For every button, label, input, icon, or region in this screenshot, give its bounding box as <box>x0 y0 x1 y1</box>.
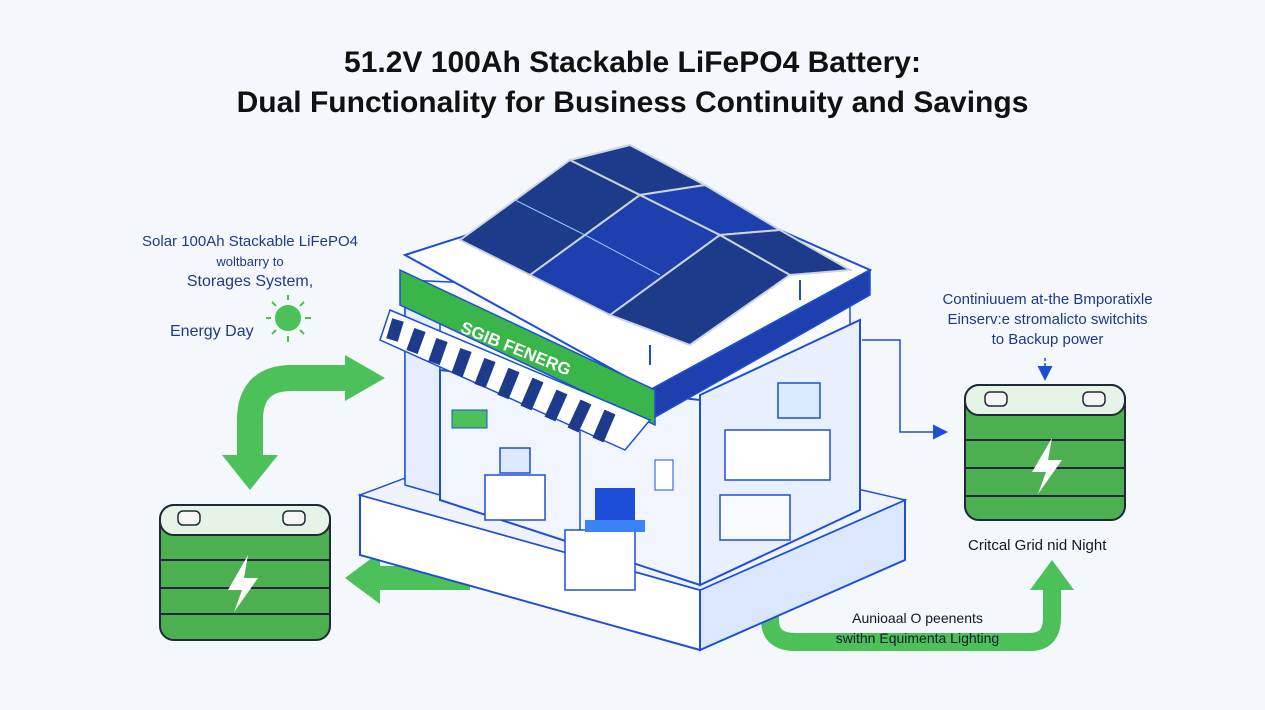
pos-terminal <box>564 488 645 591</box>
right-callout: Continiuuem at-the Bmporatixle Einserv:e… <box>920 290 1175 350</box>
bottom-callout: Aunioaal O peenents swithn Equimenta Lig… <box>810 608 1025 648</box>
lightning-bolt-icon <box>1032 438 1062 494</box>
lightning-bolt-icon <box>228 555 258 612</box>
left-battery <box>159 504 331 641</box>
right-battery-label: Critcal Grid nid Night <box>968 537 1107 554</box>
left-callout-line-3: Storages System, <box>186 273 314 290</box>
solar-panels <box>458 143 854 365</box>
charge-arrow <box>222 355 385 490</box>
title-line-1: 51.2V 100Ah Stackable LiFePO4 Battery: <box>344 46 921 79</box>
cash-stack <box>451 409 488 429</box>
store-building <box>357 143 908 652</box>
right-callout-line-2: Einserv:e stromalicto switchits <box>947 311 1148 328</box>
right-callout-line-3: to Backup power <box>991 331 1104 348</box>
left-callout-line-2: woltbarry to <box>216 254 284 269</box>
left-callout-line-1: Solar 100Ah Stackable LiFePO4 <box>142 233 358 250</box>
cash-register <box>484 447 546 521</box>
title-line-2: Dual Functionality for Business Continui… <box>236 86 1029 119</box>
energy-day-label: Energy Day <box>170 323 254 340</box>
computer-desk <box>719 382 831 541</box>
right-callout-line-1: Continiuuem at-the Bmporatixle <box>942 291 1153 308</box>
right-battery <box>964 384 1126 521</box>
wall-notice <box>654 459 674 491</box>
backup-connector <box>862 339 1053 440</box>
bottom-callout-line-1: Aunioaal O peenents <box>852 610 983 626</box>
left-callout: Solar 100Ah Stackable LiFePO4 woltbarry … <box>130 232 370 292</box>
backup-arrow <box>761 560 1074 651</box>
sun-icon <box>266 295 311 342</box>
bottom-callout-line-2: swithn Equimenta Lighting <box>835 630 1000 646</box>
